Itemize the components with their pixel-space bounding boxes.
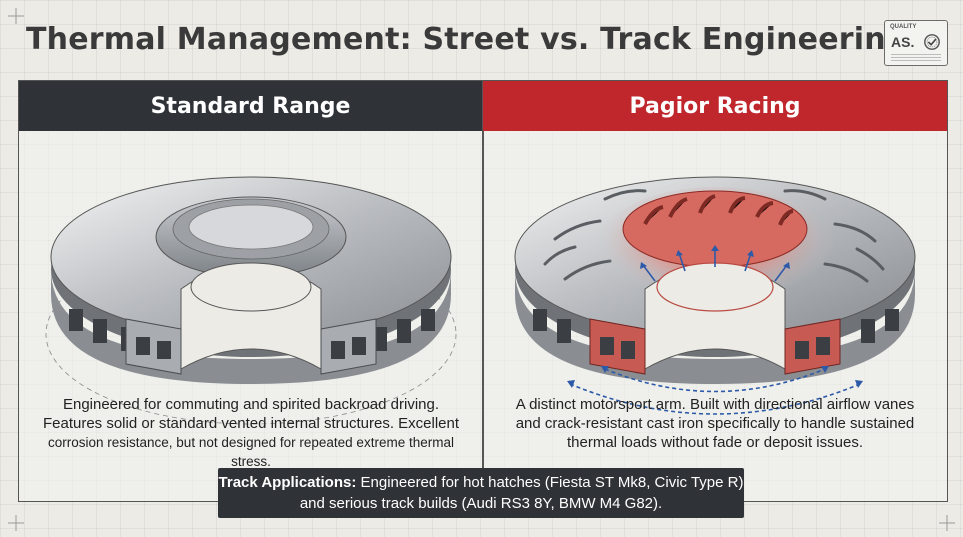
panel-heading-racing: Pagior Racing — [483, 81, 947, 131]
panel-divider — [482, 81, 484, 501]
standard-desc-line-3: corrosion resistance, but not designed f… — [48, 435, 454, 469]
track-line-1: Track Applications: Engineered for hot h… — [218, 472, 744, 493]
stamp-top-text: QUALITY — [890, 24, 917, 30]
page-title: Thermal Management: Street vs. Track Eng… — [26, 22, 908, 57]
track-text-2: and serious track builds (Audi RS3 8Y, B… — [299, 495, 663, 512]
standard-desc-line-2: Features solid or standard vented intern… — [42, 415, 460, 432]
track-text-1: Engineered for hot hatches (Fiesta ST Mk… — [360, 474, 744, 491]
slotted-rotor-icon — [514, 176, 916, 415]
vented-rotor-icon — [45, 176, 457, 425]
check-seal-icon — [924, 34, 940, 50]
corner-mark-icon — [8, 515, 24, 531]
standard-desc-line-1: Engineered for commuting and spirited ba… — [62, 396, 440, 413]
track-applications-banner: Track Applications: Engineered for hot h… — [218, 468, 744, 518]
corner-mark-icon — [8, 8, 24, 24]
standard-description: Engineered for commuting and spirited ba… — [31, 395, 471, 471]
airflow-arrow-icon — [569, 249, 861, 415]
racing-description: A distinct motorsport arm. Built with di… — [495, 395, 935, 452]
stamp-lines — [891, 54, 941, 61]
panel-heading-standard: Standard Range — [19, 81, 482, 131]
stamp-main-text: AS. — [891, 34, 915, 50]
comparison-frame: Standard Range Pagior Racing — [18, 80, 948, 502]
racing-desc-line-3: thermal loads without fade or deposit is… — [567, 434, 863, 451]
racing-desc-line-2: and crack-resistant cast iron specifical… — [515, 415, 915, 432]
corner-mark-icon — [939, 515, 955, 531]
racing-desc-line-1: A distinct motorsport arm. Built with di… — [515, 396, 915, 413]
track-label: Track Applications: — [218, 474, 357, 491]
quality-stamp: QUALITY AS. — [884, 20, 948, 66]
